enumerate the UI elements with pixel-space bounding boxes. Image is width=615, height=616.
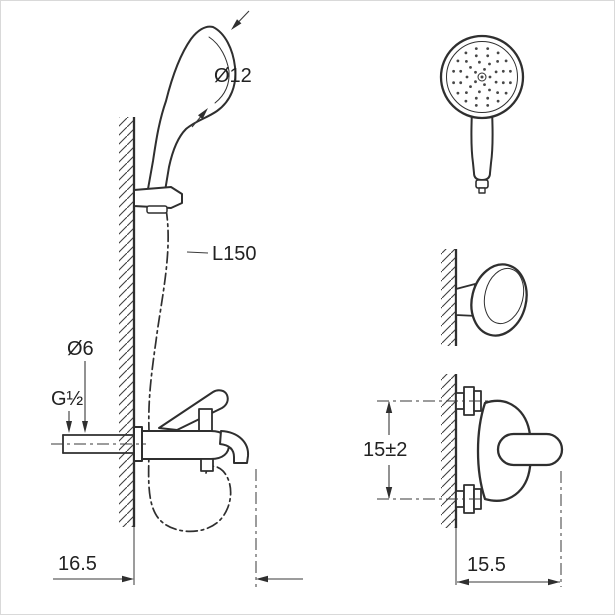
wall-hatching-upper — [441, 249, 456, 346]
mixer-body-side — [141, 430, 230, 460]
bath-mixer-side — [51, 389, 250, 472]
dim-wall-projection-label: 15.5 — [467, 554, 506, 576]
wall-hatching-lower — [441, 374, 456, 528]
dim-hose-length: L150 — [186, 243, 257, 265]
dim-hose-length-label: L150 — [212, 243, 257, 265]
diverter-knob — [198, 408, 213, 434]
wall-section-side — [119, 117, 136, 585]
dim-hole-diameter-label: Ø6 — [67, 338, 94, 360]
mixer-spout — [219, 430, 250, 464]
dim-head-diameter-label: Ø12 — [214, 65, 252, 87]
handshower-handle-front — [470, 110, 494, 181]
spray-face-dots — [452, 47, 512, 107]
dim-thread-size: G½ — [51, 388, 84, 433]
wall-hatching — [119, 117, 134, 527]
dim-hole-diameter: Ø6 — [67, 338, 94, 433]
handshower-front — [439, 34, 525, 194]
handshower-outlet-stub — [200, 458, 214, 472]
dim-spout-reach: 16.5 — [53, 469, 303, 587]
dim-center-distance: 15±2 — [363, 401, 407, 499]
dim-thread-size-label: G½ — [51, 388, 84, 410]
front-view: 15±2 15.5 — [363, 34, 564, 587]
dim-center-distance-label: 15±2 — [363, 439, 407, 461]
mixer-lever-side — [158, 389, 229, 431]
dim-head-diameter: Ø12 — [191, 10, 252, 128]
handshower-side — [147, 25, 237, 192]
dim-wall-projection: 15.5 — [457, 471, 562, 587]
handshower-bracket-side — [133, 186, 183, 214]
dim-spout-reach-label: 16.5 — [58, 553, 97, 575]
bracket-front — [441, 249, 528, 346]
side-view: Ø12 L150 Ø6 G½ 16.5 — [51, 10, 303, 587]
mixer-front — [377, 374, 564, 585]
mixer-lever-front — [496, 432, 564, 467]
shower-hose — [147, 208, 232, 533]
